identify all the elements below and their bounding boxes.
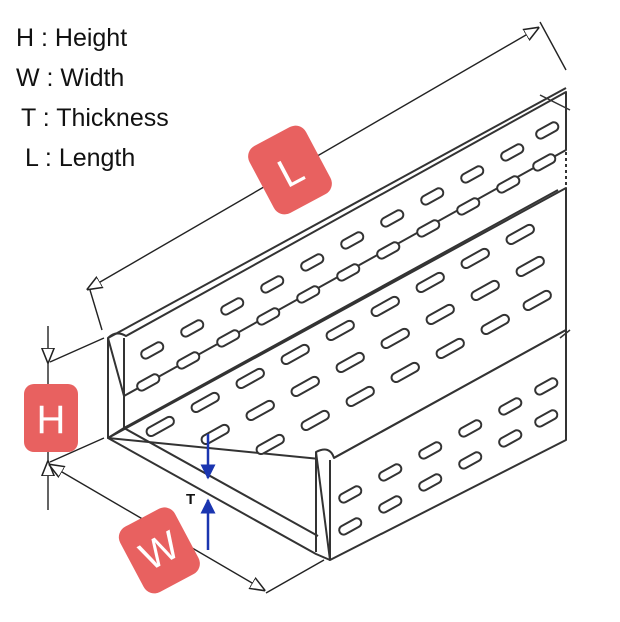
bottom-slots <box>145 223 552 456</box>
width-badge: W <box>118 507 200 594</box>
height-badge-label: H <box>37 398 66 442</box>
length-badge: L <box>248 125 332 215</box>
front-wall-slots <box>338 377 559 536</box>
thickness-label: T <box>186 491 195 508</box>
height-badge: H <box>24 384 78 452</box>
